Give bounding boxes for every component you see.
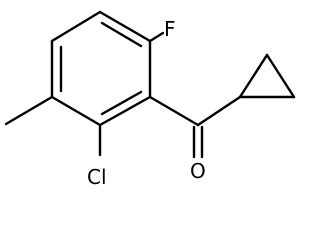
ring-bond-top — [98, 10, 152, 43]
ring-double-bond-top — [100, 21, 143, 48]
ring-double-bond-bottom-right — [100, 90, 143, 116]
molecule-canvas: F Cl O — [4, 10, 296, 189]
cyclopropyl-bond-3 — [238, 53, 269, 99]
bond-carbonyl-to-cyclopropyl — [196, 95, 242, 127]
bond-to-fluorine — [148, 31, 165, 43]
bond-ring-to-carbonyl — [148, 95, 200, 127]
structure-diagram: F Cl O — [4, 10, 296, 189]
benzene-ring — [50, 10, 152, 127]
fluorine-label: F — [164, 17, 176, 41]
bond-to-methyl — [4, 95, 54, 126]
cyclopropyl-bond-2 — [265, 53, 296, 99]
oxygen-label: O — [190, 159, 206, 183]
ring-bond-bottom-right — [98, 95, 152, 127]
ring-bond-top-left — [50, 10, 102, 43]
chlorine-label: Cl — [87, 165, 107, 189]
cyclopropyl-ring — [238, 53, 296, 99]
ring-bond-bottom-left — [50, 95, 102, 127]
